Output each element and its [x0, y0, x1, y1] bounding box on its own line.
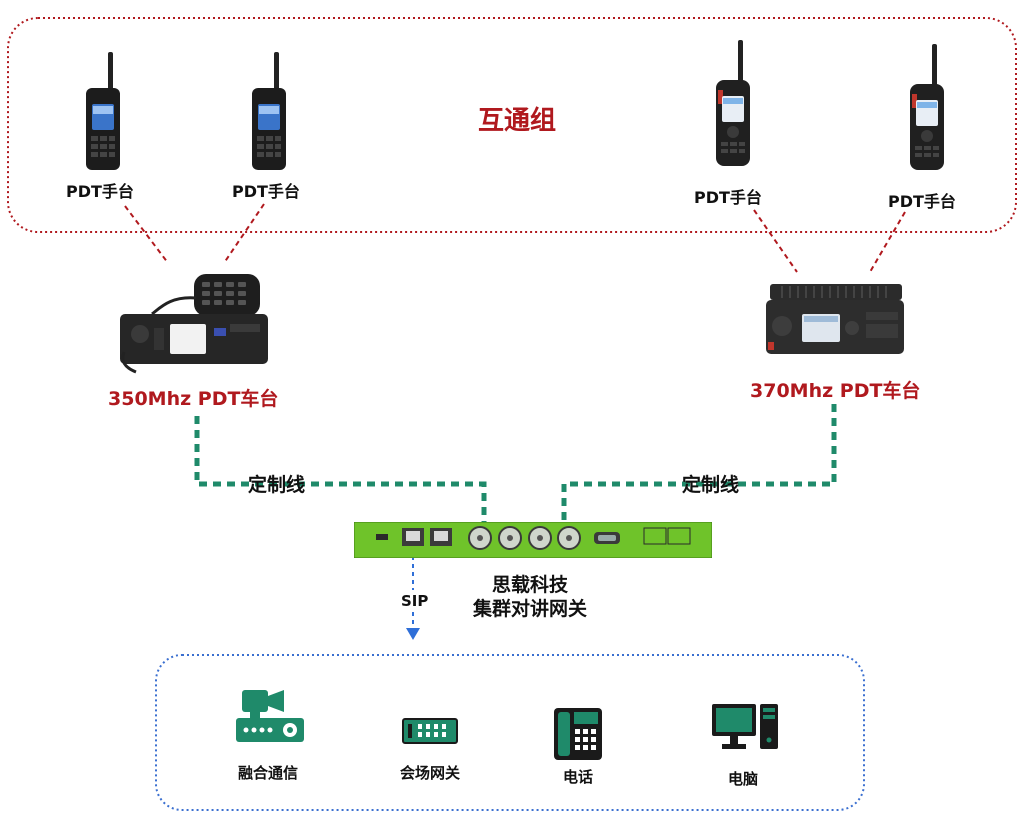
handset-label-2: PDT手台: [232, 182, 300, 201]
handset-label-1: PDT手台: [66, 182, 134, 201]
endpoint-label-venue-gateway: 会场网关: [399, 764, 460, 782]
link-handset4-radio: [869, 211, 906, 273]
endpoint-label-computer: 电脑: [727, 770, 758, 788]
venue-gateway-icon: [402, 718, 458, 744]
gateway-label-line2: 集群对讲网关: [472, 598, 587, 620]
handset-radio-4: [910, 44, 944, 170]
gateway-label-line1: 思载科技: [491, 574, 568, 596]
handset-label-3: PDT手台: [694, 188, 762, 207]
phone-icon: [554, 708, 602, 760]
intercom-gateway-device: [354, 522, 712, 558]
left-cable-label: 定制线: [248, 474, 306, 496]
computer-icon: [712, 704, 778, 749]
sip-arrowhead: [406, 628, 420, 640]
interop-group-border: [7, 17, 1017, 233]
video-conference-icon: [236, 690, 304, 742]
endpoint-label-phone: 电话: [562, 768, 593, 786]
sip-label: SIP: [401, 590, 429, 612]
vehicle-radio-left-label: 350Mhz PDT车台: [108, 388, 279, 410]
link-handset3-radio: [753, 209, 798, 273]
vehicle-radio-left: [120, 274, 268, 374]
handset-radio-2: [252, 52, 286, 170]
cable-left: [194, 416, 487, 524]
link-handset1-radio: [124, 205, 169, 264]
link-handset2-radio: [223, 203, 265, 264]
vehicle-radio-right: [766, 284, 904, 354]
handset-radio-1: [86, 52, 120, 170]
cable-right: [561, 404, 837, 524]
right-cable-label: 定制线: [682, 474, 740, 496]
handset-label-4: PDT手台: [888, 192, 956, 211]
vehicle-radio-right-label: 370Mhz PDT车台: [750, 380, 921, 402]
handset-radio-3: [716, 40, 750, 166]
endpoint-label-fusion-comm: 融合通信: [237, 764, 298, 782]
interop-group-title: 互通组: [478, 106, 557, 136]
